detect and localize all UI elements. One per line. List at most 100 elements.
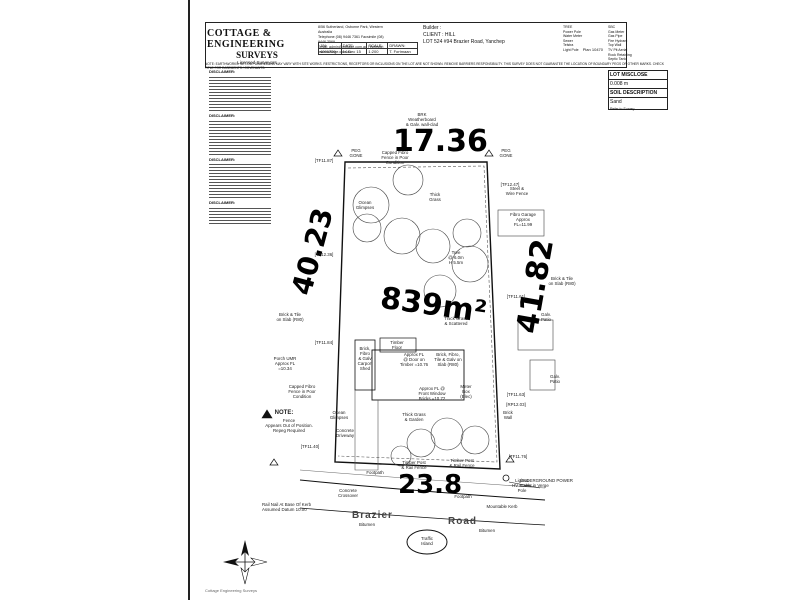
label-approx-fl: Approx FL @ Door on Timber =10.76 bbox=[399, 352, 429, 367]
level-mark: [RP12.03] bbox=[506, 402, 526, 407]
kerb-line bbox=[299, 479, 546, 501]
disclaimer-text bbox=[209, 162, 271, 199]
peg-marker bbox=[269, 458, 279, 466]
neighbour-patio bbox=[517, 319, 554, 351]
soil-value: Sand bbox=[610, 99, 622, 105]
level-mark: [TF11.40] bbox=[300, 444, 320, 449]
road-edge bbox=[299, 507, 546, 526]
label-underground-power: UNDERGROUND POWER Cable in Verge bbox=[520, 478, 573, 488]
misclose-value: 0.008 m bbox=[610, 81, 629, 87]
label-concrete-driveway: Concrete Driveway bbox=[335, 428, 355, 438]
level-mark: [TF11.84] bbox=[314, 340, 334, 345]
builder-label: Builder : bbox=[423, 25, 442, 31]
label-note-text: Fence Appears Out of Position. Repeg Req… bbox=[265, 418, 313, 433]
label-thick-grass-garden: Thick Grass & Garden bbox=[402, 412, 426, 422]
label-timber-floor: Timber Floor bbox=[390, 340, 404, 350]
legend-item: Fire Hydrant bbox=[608, 38, 628, 43]
legend-item: Water Meter bbox=[563, 34, 583, 39]
level-mark: [TF12.47] bbox=[500, 182, 520, 187]
logo-line-2: SURVEYS bbox=[236, 50, 278, 60]
logo-tagline: Licensed Surveyors bbox=[237, 60, 277, 65]
tree-canopy bbox=[406, 428, 436, 458]
handwritten-bottom-dimension: 23.8 bbox=[398, 470, 463, 500]
tree-canopy bbox=[451, 245, 489, 283]
warning-icon bbox=[261, 409, 273, 419]
label-capped-fibro: Capped Fibro Fence in Poor Condition bbox=[381, 150, 409, 165]
label-porch: Porch UMR Approx FL =10.34 bbox=[273, 356, 297, 371]
soil-note: Refer to Survey bbox=[610, 107, 635, 111]
fence-line bbox=[337, 165, 498, 463]
tree-canopy bbox=[423, 274, 457, 308]
leader-line bbox=[508, 481, 541, 489]
traffic-island bbox=[406, 529, 448, 555]
legend-item: Gas Meter bbox=[608, 29, 625, 34]
legend-item: Sewer bbox=[563, 38, 573, 43]
label-note: NOTE: bbox=[274, 410, 294, 416]
label-brick-top: BRK Weatherboard & Galv. wall-clad bbox=[405, 112, 439, 127]
builder-details: Builder : CLIENT : HILL LOT 524 #94 Braz… bbox=[423, 25, 603, 53]
legend-item: Light Pole bbox=[563, 47, 579, 52]
legend-item: Power Pole bbox=[563, 29, 581, 34]
label-ocean-glimpses: Ocean Glimpses bbox=[355, 200, 375, 210]
road-name-2: Road bbox=[448, 516, 477, 527]
carport-outline bbox=[354, 339, 376, 391]
label-capped-fibro-2: Capped Fibro Fence in Poor Condition bbox=[288, 384, 316, 399]
label-brick-wall: Brick Wall bbox=[503, 410, 513, 420]
symbol-legend: TREE Power Pole Water Meter Sewer Telstr… bbox=[563, 25, 623, 53]
misclose-title: LOT MISCLOSE bbox=[609, 71, 667, 80]
disclaimer-title: DISCLAIMER: bbox=[209, 156, 236, 162]
level-mark: [TF11.76] bbox=[508, 454, 528, 459]
logo-line-1: COTTAGE & ENGINEERING bbox=[207, 28, 285, 50]
label-concrete-crossover: Concrete Crossover bbox=[337, 488, 358, 498]
legend-item: Septic Tank bbox=[608, 57, 627, 62]
plan-number: Plan 10470 bbox=[582, 47, 603, 52]
label-ocean-glimpses-2: Ocean Glimpses bbox=[329, 410, 349, 420]
level-mark: [TF12.36] bbox=[314, 252, 334, 257]
label-peg-gone: PEG GONE bbox=[349, 148, 363, 158]
label-mountable-kerb: Mountable Kerb bbox=[486, 504, 518, 509]
disclaimer-text bbox=[209, 118, 271, 155]
lot-misclose-box: LOT MISCLOSE 0.008 m SOIL DESCRIPTION Sa… bbox=[608, 70, 668, 111]
peg-marker bbox=[484, 149, 494, 157]
label-thick-grass-scattered: Thick Grass & Scattered bbox=[444, 316, 468, 326]
label-approx-fl-2: Approx FL @ Front Window Bricks =10.72 bbox=[418, 386, 446, 401]
peg-marker bbox=[333, 149, 343, 157]
label-brick-tile-right: Brick & Tile on Slab (R80) bbox=[548, 276, 576, 286]
footpath-line bbox=[299, 469, 546, 489]
label-galv-patio: Galv. Patio bbox=[540, 312, 551, 322]
power-pole bbox=[502, 474, 510, 482]
client-label: CLIENT : HILL bbox=[423, 32, 456, 38]
job-value: T. Fortmaan bbox=[387, 48, 418, 55]
document-page bbox=[188, 0, 800, 600]
company-logo: COTTAGE & ENGINEERING SURVEYS Licensed S… bbox=[207, 28, 307, 65]
label-bitumen: Bitumen bbox=[358, 522, 376, 527]
label-brick-tile-left: Brick & Tile on Slab (R80) bbox=[276, 312, 304, 322]
disclaimers: DISCLAIMER: DISCLAIMER: DISCLAIMER: DISC… bbox=[209, 69, 271, 229]
label-footpath: Footpath bbox=[366, 470, 384, 475]
legend-item: Telstra bbox=[563, 43, 574, 48]
disclaimer-text bbox=[209, 74, 271, 111]
legend-item: Rock Retaining bbox=[608, 52, 632, 57]
neighbour-garage bbox=[497, 209, 545, 237]
label-galv-patio-2: Galv. Patio bbox=[549, 374, 560, 384]
tree-canopy bbox=[460, 425, 490, 455]
level-mark: [TF11.61] bbox=[506, 294, 526, 299]
peg-marker bbox=[505, 455, 515, 463]
driveway bbox=[354, 390, 379, 471]
survey-note: NOTE: EARTHWORKS: SET-OUT DIMENSIONS MAY… bbox=[205, 62, 664, 70]
level-mark: [TF11.87] bbox=[314, 158, 334, 163]
tree-canopy bbox=[352, 213, 382, 243]
soil-title: SOIL DESCRIPTION bbox=[609, 88, 667, 98]
contact-line: 8/56 Sutherland, Osborne Park, Western A… bbox=[318, 25, 383, 34]
job-details-table: J/N: DATE: SCALE: DRAWN: 4096729 14 Dec … bbox=[318, 42, 418, 55]
label-carport: Brick, Fibro & Galv Carport Shed bbox=[357, 346, 373, 371]
legend-item: TV Pit Aerial bbox=[608, 47, 628, 52]
legend-item: Gas Pipe bbox=[608, 34, 623, 39]
tree-canopy bbox=[383, 217, 421, 255]
legend-item: SBC bbox=[608, 25, 616, 29]
label-light-pole: Light & HV Power Pole bbox=[512, 478, 532, 493]
disclaimer-title: DISCLAIMER: bbox=[209, 200, 236, 206]
title-block bbox=[205, 22, 627, 68]
handwritten-top-dimension: 17.36 bbox=[393, 124, 488, 159]
